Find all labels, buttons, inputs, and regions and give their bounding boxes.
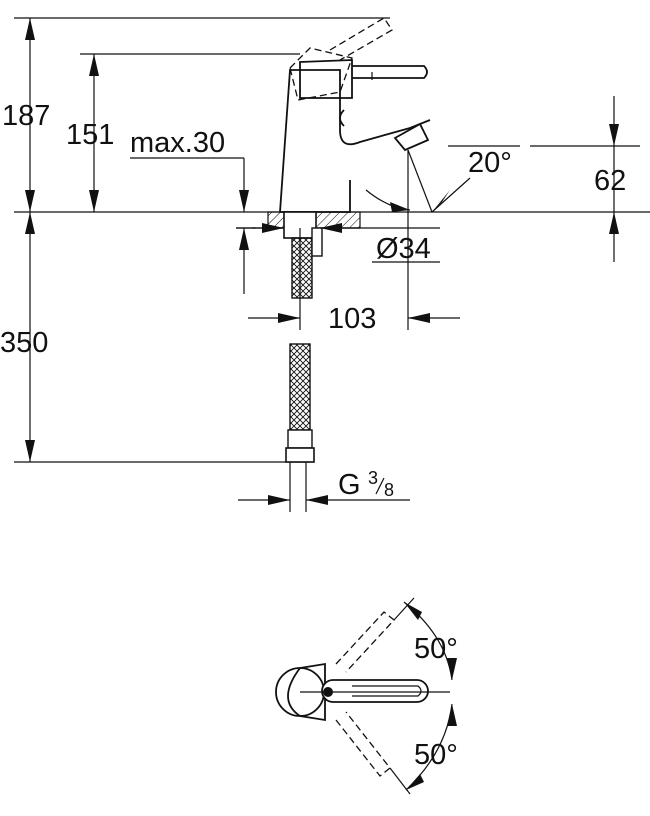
dim-350 bbox=[14, 212, 310, 463]
lever-dashed-position bbox=[289, 17, 393, 101]
dim-20deg-label: 20° bbox=[468, 147, 512, 179]
dim-50-bottom-label: 50° bbox=[414, 739, 458, 771]
top-view-lever-dashed-up bbox=[335, 597, 415, 673]
dim-187 bbox=[14, 17, 390, 212]
dim-thread-prefix: G bbox=[338, 469, 361, 501]
dim-thread-denominator: 8 bbox=[384, 480, 394, 500]
dim-50-bottom bbox=[405, 703, 457, 791]
dim-max30-label: max.30 bbox=[130, 127, 225, 159]
dim-max30 bbox=[130, 157, 256, 294]
supply-hose-lower bbox=[285, 343, 315, 512]
dim-151 bbox=[80, 53, 300, 212]
dim-187-label: 187 bbox=[2, 100, 50, 132]
dim-151-label: 151 bbox=[66, 119, 114, 151]
top-view-lever-dashed-down bbox=[335, 711, 411, 795]
dim-34 bbox=[252, 223, 440, 263]
top-view-body bbox=[275, 662, 450, 722]
top-view: 50° 50° bbox=[275, 597, 458, 795]
dim-thread-numerator: 3 bbox=[368, 468, 378, 488]
dim-50-top bbox=[403, 601, 457, 681]
dim-thread bbox=[238, 495, 410, 505]
dim-62-label: 62 bbox=[594, 165, 626, 197]
dim-34-label: Ø34 bbox=[376, 233, 431, 265]
dim-350-label: 350 bbox=[0, 327, 48, 359]
dim-50-top-label: 50° bbox=[414, 633, 458, 665]
mounting-shank bbox=[283, 211, 323, 330]
dim-103 bbox=[248, 313, 460, 323]
dim-62 bbox=[530, 96, 640, 262]
dim-20deg bbox=[365, 145, 520, 213]
dim-103-label: 103 bbox=[328, 303, 376, 335]
side-view: 187 151 max.30 bbox=[0, 17, 650, 512]
